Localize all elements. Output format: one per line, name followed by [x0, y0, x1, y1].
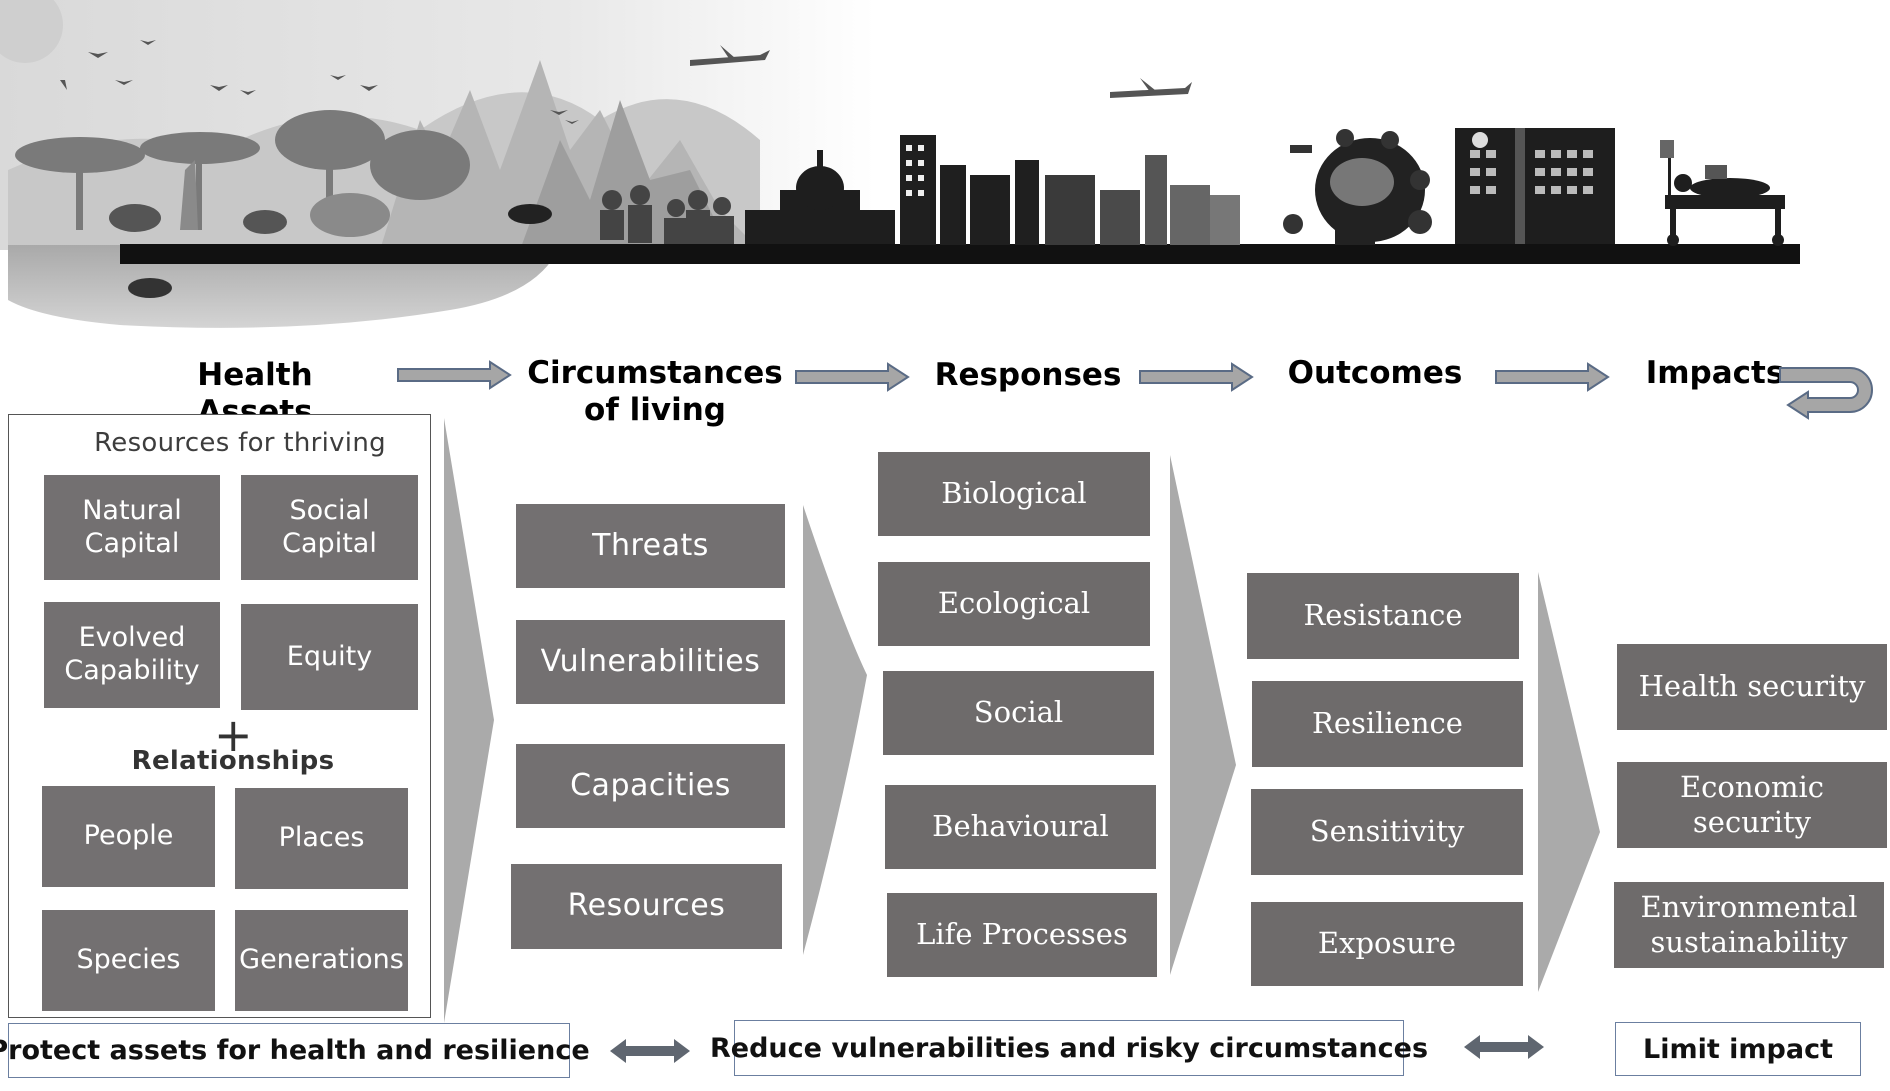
box-line: Capital [84, 527, 180, 559]
right-arrow-icon [1495, 362, 1610, 392]
ecological-box: Ecological [878, 562, 1150, 646]
resources-box: Resources [511, 864, 782, 949]
double-arrow-icon [1464, 1035, 1544, 1059]
resources-for-thriving-title: Resources for thriving [94, 428, 386, 458]
box-line: Evolved [78, 622, 186, 654]
patient-bed-icon [1660, 140, 1785, 246]
protect-assets-box: Protect assets for health and resilience [0, 1023, 590, 1078]
exposure-box: Exposure [1251, 902, 1523, 986]
resistance-box: Resistance [1247, 573, 1519, 659]
threats-box: Threats [516, 504, 785, 588]
resilience-box: Resilience [1252, 681, 1523, 767]
header-impacts: Impacts [1645, 355, 1785, 391]
box-line: Environmental [1640, 889, 1858, 924]
right-arrow-icon [795, 362, 910, 392]
box-line: Natural [82, 494, 182, 526]
box-line: Capability [64, 655, 200, 686]
box-line: Social [289, 494, 370, 526]
header-responses: Responses [934, 357, 1122, 393]
health-security-box: Health security [1617, 644, 1887, 730]
species-box: Species [42, 910, 215, 1011]
header-circumstances-line2: of living [584, 392, 726, 428]
return-arrow-icon [1779, 367, 1873, 420]
header-circumstances: Circumstances of living [525, 355, 785, 429]
people-box: People [42, 786, 215, 887]
vulnerabilities-box: Vulnerabilities [516, 620, 785, 704]
life-processes-box: Life Processes [887, 893, 1157, 977]
airplane-icon [690, 45, 1192, 98]
chevron-icon [1538, 572, 1600, 992]
biological-box: Biological [878, 452, 1150, 536]
chevron-icon [803, 505, 867, 955]
capacities-box: Capacities [516, 744, 785, 828]
box-line: Health security [1638, 669, 1866, 704]
social-box: Social [883, 671, 1154, 755]
places-box: Places [235, 788, 408, 889]
generations-box: Generations [235, 910, 408, 1011]
plus-icon: + [214, 708, 253, 762]
equity-box: Equity [241, 604, 418, 710]
box-line: Equity [286, 640, 373, 672]
double-arrow-icon [610, 1039, 690, 1063]
landscape-illustration [0, 0, 1800, 328]
header-outcomes: Outcomes [1287, 355, 1463, 391]
box-line: Economic [1679, 769, 1825, 804]
chevron-icon [444, 418, 494, 1023]
box-line: sustainability [1650, 925, 1848, 959]
bird-icon [60, 40, 579, 124]
sensitivity-box: Sensitivity [1251, 789, 1523, 875]
header-circumstances-line1: Circumstances [527, 355, 783, 391]
right-arrow-icon [1139, 362, 1254, 392]
box-line: security [1692, 805, 1812, 839]
behavioural-box: Behavioural [885, 785, 1156, 869]
limit-impact-box: Limit impact [1615, 1022, 1861, 1076]
relationships-title: Relationships [131, 746, 335, 776]
reduce-vulnerabilities-box: Reduce vulnerabilities and risky circums… [710, 1020, 1428, 1076]
box-line: Capital [282, 527, 377, 559]
right-arrow-icon [397, 360, 512, 390]
hospital-icon [1455, 128, 1615, 244]
chevron-icon [1170, 455, 1236, 975]
